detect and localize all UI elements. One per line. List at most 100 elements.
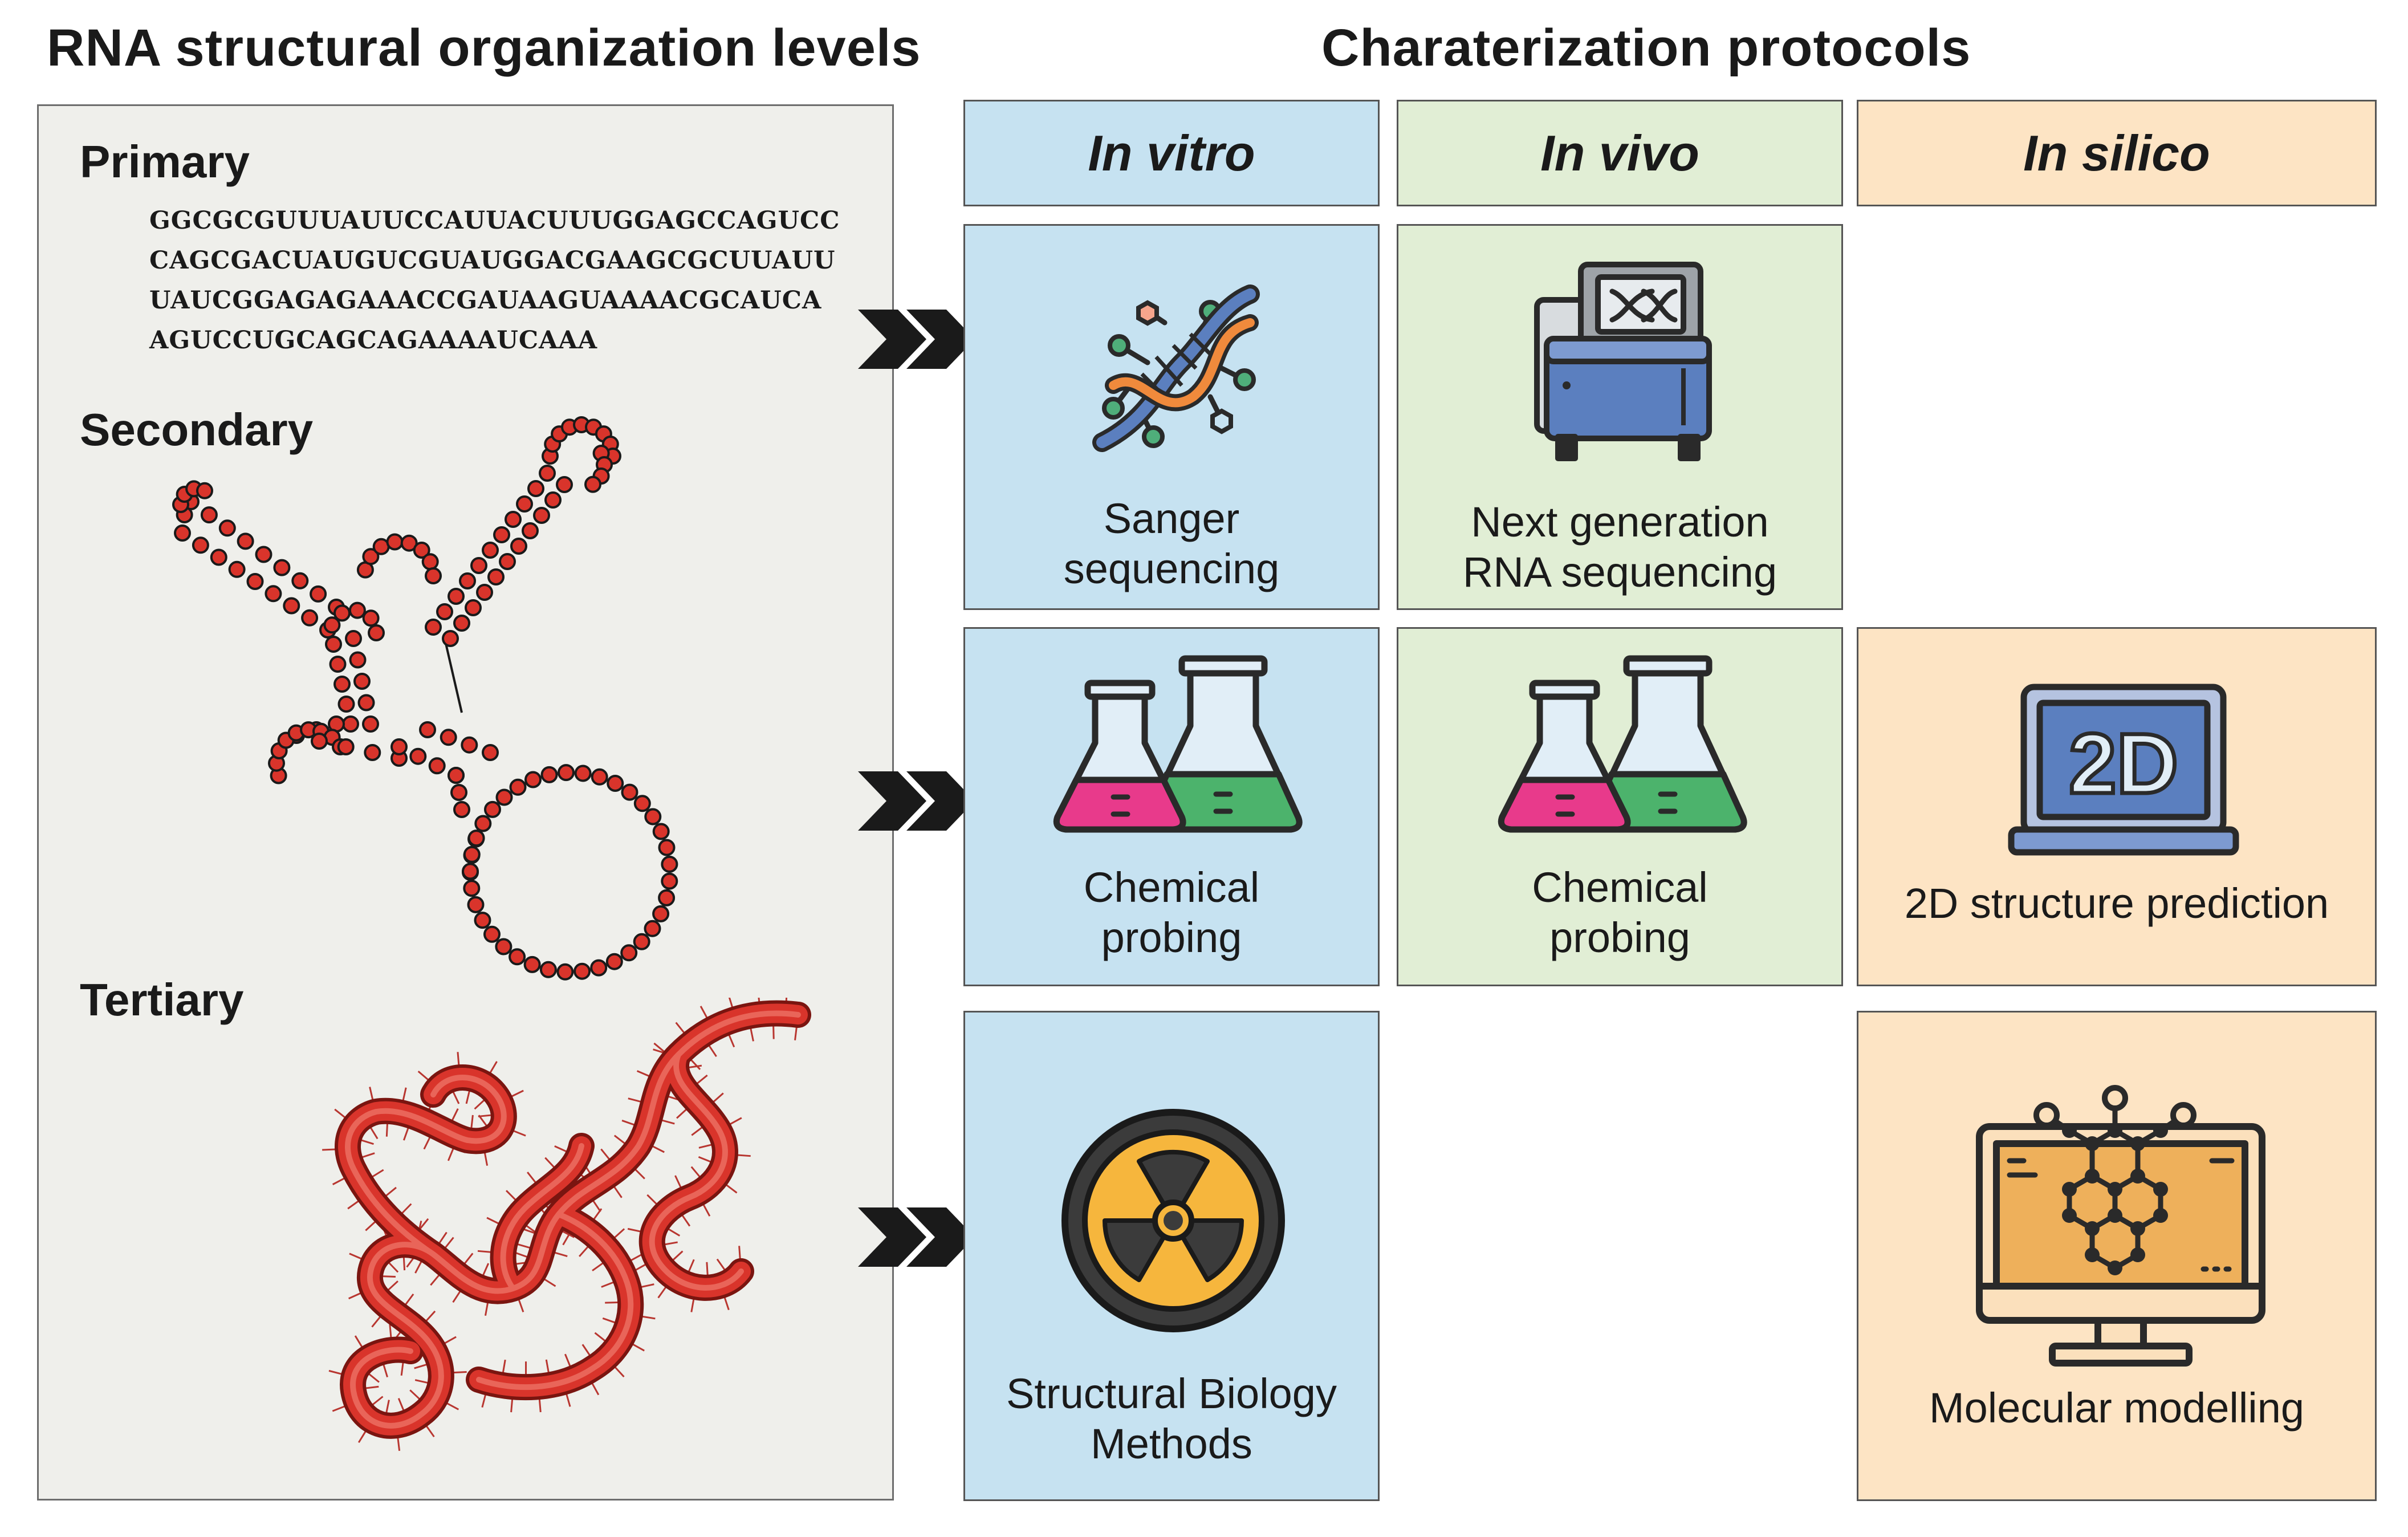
ngs-caption-line-1: Next generation <box>1471 498 1769 546</box>
nucleotide-dot <box>573 962 591 980</box>
nucleotide-dot <box>524 771 542 788</box>
nucleotide-dot <box>540 766 558 783</box>
nucleotide-dot <box>246 573 264 590</box>
nucleotide-dot <box>607 775 624 792</box>
nucleotide-dot <box>453 615 470 632</box>
nucleotide-dot <box>661 855 678 873</box>
primary-label: Primary <box>80 136 250 187</box>
nucleotide-dot <box>353 673 371 690</box>
nucleotide-dot <box>620 944 638 962</box>
monitor-molecule-icon <box>1976 1085 2265 1367</box>
nucleotide-dot <box>474 815 492 832</box>
nucleotide-dot <box>574 765 592 782</box>
nucleotide-dot <box>556 476 573 493</box>
nucleotide-dot <box>349 651 367 669</box>
sanger-caption-line-1: Sanger <box>1103 495 1240 542</box>
chem-vivo-caption-line-1: Chemical <box>1532 864 1708 911</box>
nucleotide-dot <box>505 511 522 528</box>
nucleotide-dot <box>448 588 465 605</box>
laptop-2d-text: 2D <box>2069 715 2178 811</box>
nucleotide-dot <box>419 721 436 738</box>
flasks-icon <box>1498 655 1747 833</box>
nucleotide-dot <box>459 572 476 589</box>
in-vivo-label: In vivo <box>1540 124 1699 181</box>
structbio-caption-line-2: Methods <box>1091 1420 1252 1467</box>
structbio-caption: Structural Biology Methods <box>965 1369 1378 1469</box>
nucleotide-dot <box>523 955 541 973</box>
nucleotide-dot <box>644 920 661 937</box>
nucleotide-dot <box>461 736 478 754</box>
nucleotide-dot <box>621 783 638 801</box>
sequence-line-4: AGUCCUGCAGCAGAAAAUCAAA <box>149 326 598 355</box>
header-in-vitro: In vitro <box>963 100 1380 206</box>
nucleotide-dot <box>487 568 505 585</box>
nucleotide-dot <box>584 475 601 493</box>
nucleotide-dot <box>474 912 491 929</box>
left-heading: RNA structural organization levels <box>47 19 921 77</box>
pred2d-caption: 2D structure prediction <box>1858 879 2375 929</box>
chem-vivo-caption-line-2: probing <box>1549 914 1690 961</box>
nucleotide-dot <box>482 744 499 761</box>
nucleotide-dot <box>495 938 512 955</box>
arrow-secondary <box>858 771 975 831</box>
sequencer-machine-icon <box>1534 262 1712 461</box>
nucleotide-dot <box>658 839 676 856</box>
laptop-2d-icon: 2D <box>2008 684 2239 856</box>
cell-next-generation-rna-sequencing: Next generation RNA sequencing <box>1397 224 1843 610</box>
nucleotide-dot <box>652 823 670 840</box>
pred2d-caption-line-1: 2D structure prediction <box>1904 880 2329 927</box>
nucleotide-dot <box>348 601 366 619</box>
nucleotide-dot <box>310 585 327 603</box>
nucleotide-dot <box>425 619 442 636</box>
nucleotide-dot <box>333 676 351 693</box>
nucleotide-dot <box>440 729 457 746</box>
nucleotide-dot <box>558 764 575 782</box>
dna-icon <box>1092 284 1260 452</box>
nucleotide-dot <box>467 896 485 913</box>
nucleotide-dot <box>425 567 442 584</box>
nucleotide-dot <box>357 694 375 711</box>
nucleotide-dot <box>556 963 574 981</box>
right-heading: Charaterization protocols <box>1321 19 1971 77</box>
nucleotide-dot <box>301 609 319 627</box>
nucleotide-dot <box>633 795 651 812</box>
nucleotide-dot <box>283 597 300 615</box>
nucleotide-dot <box>413 542 430 559</box>
nucleotide-dot <box>368 624 385 641</box>
nucleotide-dot <box>509 778 527 796</box>
cell-chemical-probing-in-vivo: Chemical probing <box>1397 627 1843 986</box>
sequence-line-2: CAGCGACUAUGUCGUAUGGACGAAGCGCUUAUU <box>149 246 836 275</box>
nucleotide-dot <box>590 959 608 977</box>
nucleotide-dot <box>644 808 662 826</box>
in-vitro-label: In vitro <box>1088 124 1255 181</box>
tertiary-label: Tertiary <box>80 974 244 1025</box>
sanger-caption-line-2: sequencing <box>1063 545 1280 592</box>
tertiary-contact-line <box>444 638 463 713</box>
nucleotide-dot <box>362 715 379 733</box>
ngs-caption: Next generation RNA sequencing <box>1398 497 1841 597</box>
nucleotide-dot <box>476 584 493 601</box>
nucleotide-dot <box>533 507 550 524</box>
tertiary-structure-image <box>322 998 811 1451</box>
nucleotide-dot <box>495 788 513 806</box>
nucleotide-dot <box>462 863 479 880</box>
cell-chemical-probing-in-vitro: Chemical probing <box>963 627 1380 986</box>
sequence-line-3: UAUCGGAGAGAAACCGAUAAGUAAAACGCAUCA <box>149 286 822 315</box>
chem-vivo-caption: Chemical probing <box>1398 863 1841 963</box>
nucleotide-dot <box>362 548 380 566</box>
nucleotide-dot <box>428 757 446 775</box>
nucleotide-dot <box>539 465 556 482</box>
nucleotide-dot <box>345 630 362 647</box>
nucleotide-dot <box>482 542 499 559</box>
nucleotide-dot <box>442 630 459 647</box>
arrow-tertiary <box>858 1207 975 1267</box>
nucleotide-dot <box>311 733 328 750</box>
nucleotide-dot <box>544 491 562 509</box>
cell-2d-structure-prediction: 2D 2D structure prediction <box>1857 627 2377 986</box>
flasks-icon <box>1053 655 1303 833</box>
in-silico-label: In silico <box>2023 124 2210 181</box>
nucleotide-dot <box>409 747 427 765</box>
header-in-silico: In silico <box>1857 100 2377 206</box>
nucleotide-dot <box>470 557 487 574</box>
nucleotide-dot <box>483 925 501 943</box>
